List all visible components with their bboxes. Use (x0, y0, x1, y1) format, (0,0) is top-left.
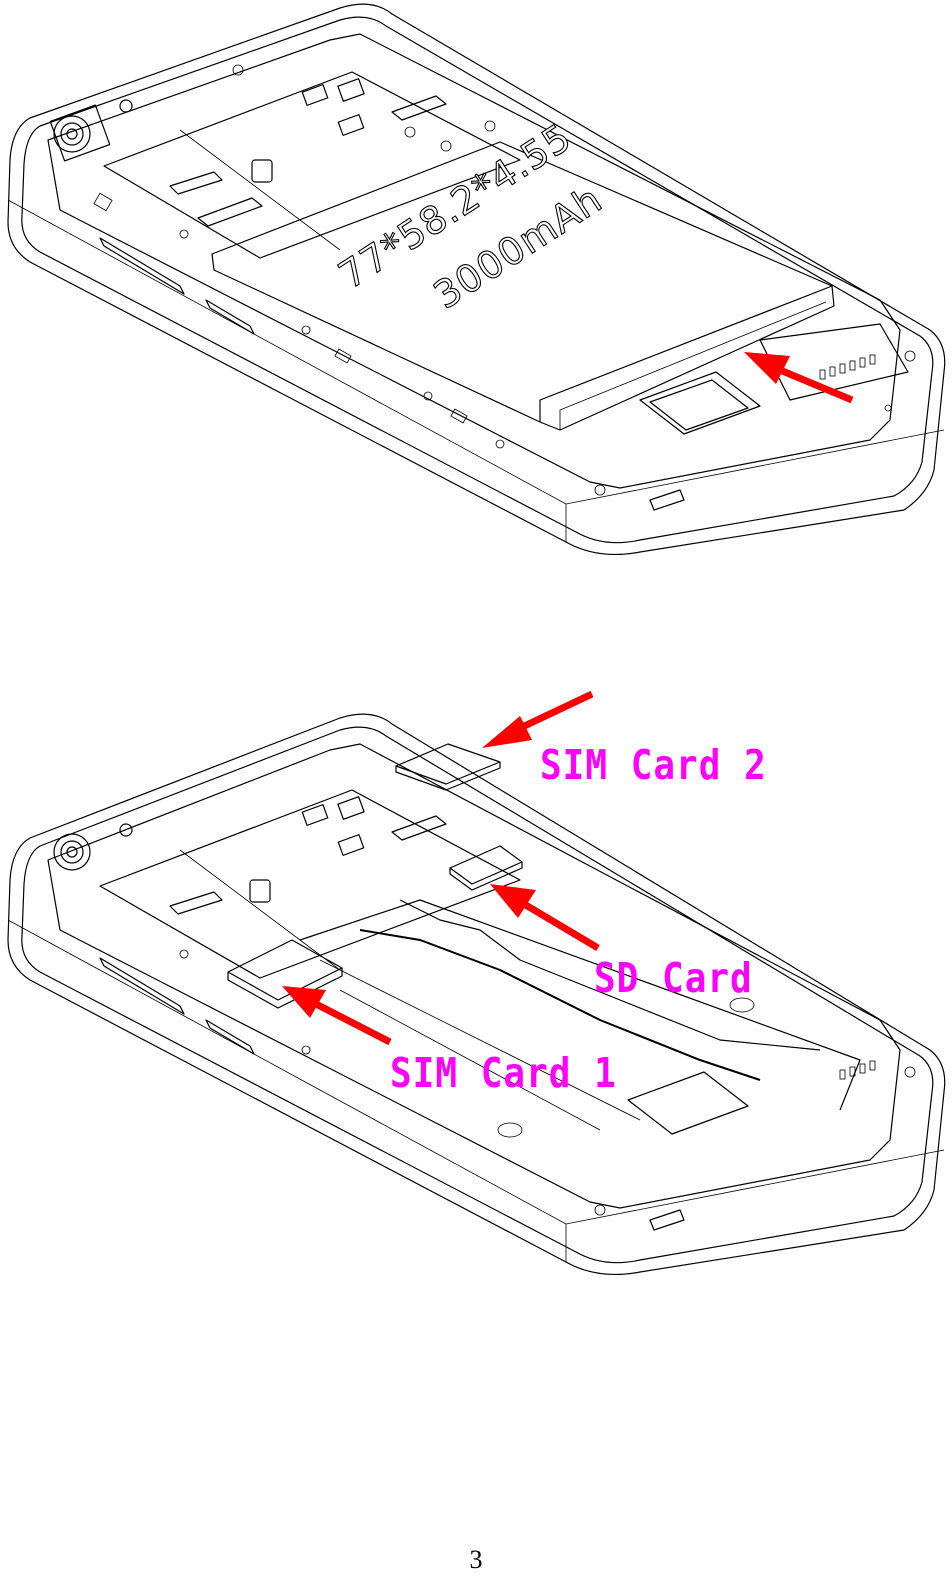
page-number: 3 (469, 1545, 483, 1574)
label-sd-card: SD Card (594, 955, 753, 1003)
label-sim-card-1: SIM Card 1 (390, 1050, 617, 1098)
label-sim-card-2: SIM Card 2 (540, 742, 767, 790)
phone-drawing-battery: 77*58.2*4.55 3000mAh (7, 3, 946, 556)
sim-card-2-arrow (482, 690, 594, 748)
battery-release-arrow (744, 352, 854, 404)
sim-card-1-arrow (282, 986, 392, 1046)
figure-card-slots (0, 680, 952, 1280)
phone-drawing-card-slots (7, 690, 946, 1276)
sd-card-arrow (490, 884, 600, 952)
figure-battery-installed: 77*58.2*4.55 3000mAh (0, 0, 952, 560)
